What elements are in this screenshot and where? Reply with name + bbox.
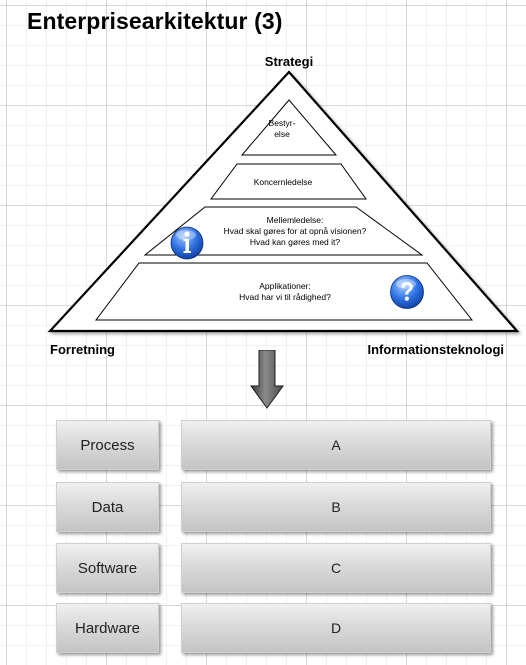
pyramid-tier-4-label: Applikationer: Hvad har vi til rådighed? (160, 281, 410, 303)
tier-text-line: else (274, 129, 290, 139)
pyramid-tier-1-shape (240, 99, 338, 156)
row-label-text: Process (80, 436, 135, 454)
tier-text-line: Applikationer: (259, 281, 311, 291)
pyramid-tier-3-shape (143, 206, 424, 256)
pyramid-tier-3-label: Mellemledelse: Hvad skal gøres for at op… (190, 215, 400, 248)
tier-text-line: Bestyr- (268, 118, 296, 128)
row-value-process: A (181, 420, 491, 470)
tier-text-line: Hvad har vi til rådighed? (239, 292, 331, 302)
row-value-text: C (330, 560, 342, 576)
tier-text-line: Mellemledelse: (266, 215, 324, 225)
pyramid-tier-1-label: Bestyr- else (250, 118, 314, 140)
row-value-hardware: D (181, 603, 491, 653)
row-label-hardware: Hardware (56, 603, 159, 653)
row-value-data: B (181, 482, 491, 532)
row-label-text: Data (91, 498, 124, 516)
tier-text-line: Hvad kan gøres med it? (249, 237, 341, 247)
row-label-data: Data (56, 482, 159, 532)
row-value-text: D (330, 620, 342, 636)
row-value-text: A (331, 437, 341, 453)
pyramid-tier-4-shape (94, 262, 474, 321)
question-mark-icon (390, 275, 424, 309)
row-value-text: B (331, 499, 341, 515)
info-icon (170, 226, 204, 260)
tier-text-line: Hvad skal gøres for at opnå visionen? (223, 226, 367, 236)
tier-text-line: Koncernledelse (253, 177, 313, 187)
row-label-text: Software (77, 559, 138, 577)
down-arrow-icon (250, 350, 284, 409)
row-label-process: Process (56, 420, 159, 470)
page-title: Enterprisearkitektur (3) (27, 8, 283, 34)
row-value-software: C (181, 543, 491, 593)
left-corner-label: Forretning (50, 342, 115, 357)
row-label-text: Hardware (74, 619, 141, 637)
pyramid-tier-2-shape (210, 163, 367, 200)
pyramid-tier-2-label: Koncernledelse (210, 177, 356, 188)
right-corner-label: Informationsteknologi (367, 342, 505, 357)
apex-label: Strategi (264, 54, 314, 69)
row-label-software: Software (56, 543, 159, 593)
